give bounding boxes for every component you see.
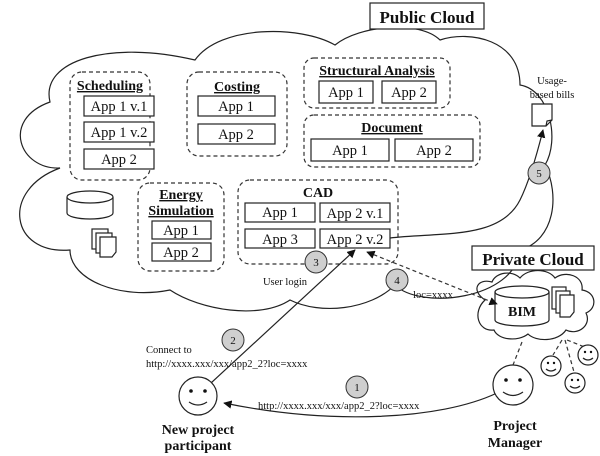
public-cloud-title-box: [369, 2, 485, 30]
documents-icon: [91, 228, 117, 258]
step-2-text-line1: Connect to: [146, 345, 192, 356]
group-title-line1: Energy: [159, 188, 203, 203]
app-box[interactable]: [83, 95, 155, 117]
step-2-text-line2: http://xxxx.xxx/xxx/app2_2?loc=xxxx: [146, 359, 308, 370]
step-badge-5: [527, 161, 551, 185]
app-label: App 2: [218, 127, 254, 143]
app-box[interactable]: [318, 80, 374, 104]
app-label: App 1: [218, 99, 254, 115]
public-cloud-title: Public Cloud: [380, 8, 475, 27]
step-badge-1: [345, 375, 369, 399]
bim-label: BIM: [508, 305, 536, 320]
group-document: Document App 1 App 2: [303, 114, 481, 168]
step-number: 2: [230, 335, 236, 347]
app-box[interactable]: [83, 148, 155, 170]
app-box-app2-v2[interactable]: [319, 228, 391, 249]
step-number: 5: [536, 168, 542, 180]
step-3-text: User login: [263, 277, 308, 288]
step-badge-3: [304, 250, 328, 274]
participant-smiley-icon: [178, 376, 218, 416]
bill-document-icon: [531, 103, 553, 127]
app-label: App 1: [332, 143, 368, 159]
app-box[interactable]: [151, 220, 212, 240]
step-4-text: loc=xxxx: [413, 290, 453, 301]
private-cloud-title: Private Cloud: [482, 250, 584, 269]
bim-documents-icon: [551, 286, 575, 318]
private-cloud-outline: [476, 269, 595, 341]
arrow-step-1: [223, 392, 498, 418]
step-number: 4: [394, 275, 400, 287]
app-label: App 3: [262, 232, 298, 248]
app-box[interactable]: [394, 138, 474, 162]
app-label: App 2: [163, 245, 199, 261]
app-box[interactable]: [244, 202, 316, 223]
member-smiley-icon: [577, 344, 599, 366]
app-label: App 1 v.2: [91, 125, 148, 141]
group-structural-analysis: Structural Analysis App 1 App 2: [303, 57, 451, 109]
bills-label-line2: based bills: [530, 90, 575, 101]
arrow-step-2: [210, 249, 356, 384]
member-smiley-icon: [564, 372, 586, 394]
bills-label-line1: Usage-: [537, 76, 567, 87]
app-box[interactable]: [244, 228, 316, 249]
bim-database-icon: [494, 285, 550, 327]
group-title: Scheduling: [77, 79, 143, 94]
app-label: App 1: [163, 223, 199, 239]
member-smiley-icon: [540, 355, 562, 377]
step-number: 3: [313, 257, 319, 269]
manager-smiley-icon: [492, 364, 534, 406]
step-badge-4: [385, 268, 409, 292]
group-scheduling: Scheduling App 1 v.1 App 1 v.2 App 2: [69, 71, 155, 181]
step-number: 1: [354, 382, 360, 394]
group-costing: Costing App 1 App 2: [186, 71, 288, 157]
step-1-text: http://xxxx.xxx/xxx/app2_2?loc=xxxx: [258, 401, 420, 412]
arrow-step-5: [389, 129, 546, 239]
group-energy-simulation: Energy Simulation App 1 App 2: [137, 182, 225, 272]
app-label: App 2: [101, 152, 137, 168]
group-title: Document: [361, 121, 423, 136]
app-box[interactable]: [151, 242, 212, 262]
app-label: App 1: [328, 85, 364, 101]
database-icon: [66, 190, 114, 220]
app-box[interactable]: [310, 138, 390, 162]
group-title: Costing: [214, 80, 260, 95]
app-label: App 2: [416, 143, 452, 159]
participant-label-line1: New project: [162, 423, 235, 438]
app-label: App 2: [391, 85, 427, 101]
app-box[interactable]: [381, 80, 437, 104]
manager-label-line2: Manager: [488, 436, 542, 451]
manager-link: [512, 341, 523, 366]
group-title: Structural Analysis: [319, 64, 435, 79]
step-badge-2: [221, 328, 245, 352]
app-box[interactable]: [197, 95, 276, 117]
app-label: App 1: [262, 205, 298, 221]
arrow-step-4: [366, 250, 498, 306]
participant-label-line2: participant: [165, 439, 232, 454]
app-label: App 2 v.2: [327, 232, 384, 248]
app-box[interactable]: [197, 123, 276, 145]
group-title: CAD: [303, 186, 333, 201]
app-label: App 2 v.1: [327, 206, 384, 222]
app-box[interactable]: [83, 121, 155, 143]
app-label: App 1 v.1: [91, 99, 148, 115]
app-box[interactable]: [319, 202, 391, 223]
group-title-line2: Simulation: [148, 204, 214, 219]
manager-label-line1: Project: [493, 419, 537, 434]
